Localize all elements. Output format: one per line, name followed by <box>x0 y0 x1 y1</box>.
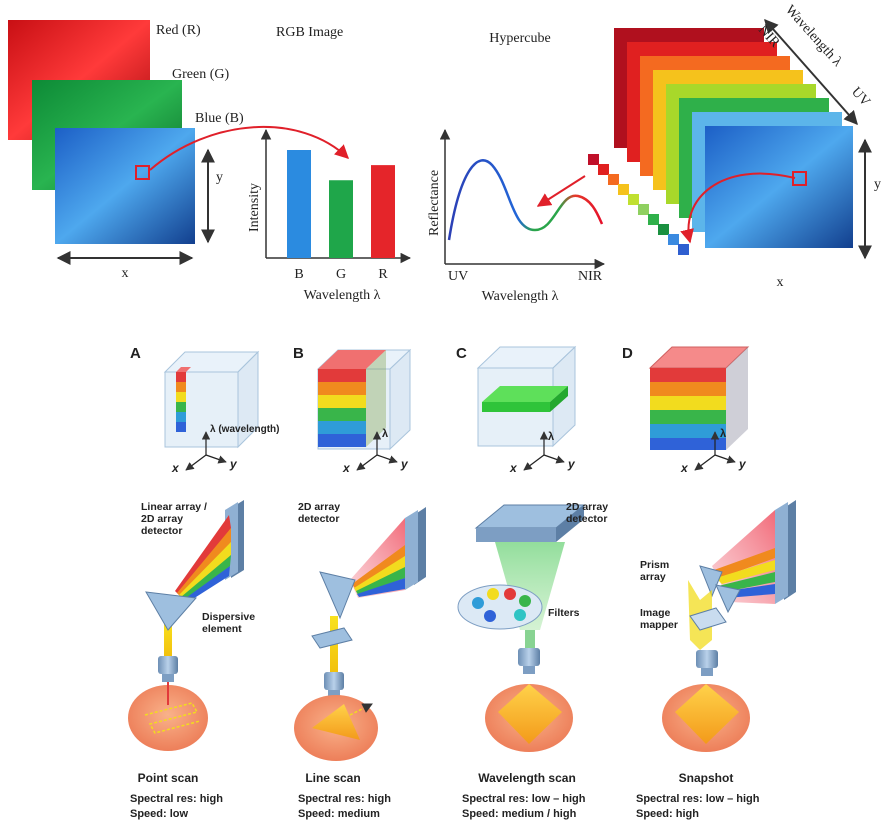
bar-chart-xlabel: Wavelength λ <box>304 288 381 303</box>
panel-c-letter: C <box>456 345 467 362</box>
panel-d-title: Snapshot <box>679 771 734 785</box>
panel-d-x-label: x <box>680 461 689 475</box>
panel-a-lambda-label: λ (wavelength) <box>210 424 279 435</box>
panel-b-axes <box>356 431 398 471</box>
wavelength-axis-arrow <box>764 18 858 126</box>
panel-b-lambda-label: λ <box>382 428 388 440</box>
bar-r <box>371 165 395 258</box>
panel-d-cube <box>648 346 750 450</box>
panel-d-speed: Speed: high <box>636 808 699 820</box>
green-layer-label: Green (G) <box>172 67 229 82</box>
panel-c-setup <box>457 504 586 752</box>
panel-b-setup <box>294 507 426 761</box>
spectrum-x-start: UV <box>448 269 468 284</box>
rgb-layer-stack <box>8 20 195 244</box>
rgb-x-label: x <box>122 266 129 281</box>
bar-b <box>287 150 311 258</box>
column-to-spectrum-arrow <box>536 175 586 207</box>
red-layer-label: Red (R) <box>156 23 201 38</box>
panel-c-res: Spectral res: low – high <box>462 793 586 805</box>
panel-d-lambda-label: λ <box>720 428 726 440</box>
panel-a-letter: A <box>130 345 141 362</box>
panel-b-y-label: y <box>400 457 409 471</box>
panel-b-title: Line scan <box>305 771 360 785</box>
panel-a-axes <box>185 431 227 471</box>
blue-layer-label: Blue (B) <box>195 111 244 126</box>
panel-b-res: Spectral res: high <box>298 793 391 805</box>
panel-c-detector-label: 2D array detector <box>566 501 611 525</box>
panel-a-y-label: y <box>229 457 238 471</box>
panel-d-letter: D <box>622 345 633 362</box>
spectrum-xlabel: Wavelength λ <box>482 289 559 304</box>
hypercube-x-label: x <box>777 275 784 290</box>
hypercube-wavelength-label: Wavelength λ <box>782 3 845 70</box>
spectral-pixel-column <box>588 154 689 255</box>
panel-a-cube <box>163 350 260 449</box>
spectrum-curve <box>447 159 604 241</box>
panel-c-cube <box>476 345 577 448</box>
panel-d-prism-label: Prism array <box>640 559 672 583</box>
panel-b-detector-label: 2D array detector <box>298 501 343 525</box>
panel-b-cube <box>316 348 412 451</box>
panel-a-res: Spectral res: high <box>130 793 223 805</box>
hypercube-pixel-arrow <box>680 172 796 244</box>
hypercube-title: Hypercube <box>489 31 550 46</box>
panel-d-res: Spectral res: low – high <box>636 793 760 805</box>
bar-chart: B G R Intensity Wavelength λ <box>247 128 412 303</box>
pixel-marker <box>135 165 150 180</box>
spectrum-x-end: NIR <box>578 269 603 284</box>
panel-d-setup <box>662 500 796 752</box>
panel-c-speed: Speed: medium / high <box>462 808 577 820</box>
panel-b-x-label: x <box>342 461 351 475</box>
bar-label-r: R <box>378 267 388 282</box>
panel-a-title: Point scan <box>138 771 199 785</box>
rgb-image-title: RGB Image <box>276 25 343 40</box>
panel-c-lambda-label: λ <box>548 431 554 443</box>
panel-c-title: Wavelength scan <box>478 771 576 785</box>
hypercube-y-label: y <box>874 177 881 192</box>
panel-c-filters-label: Filters <box>548 607 580 619</box>
panel-d-axes <box>694 431 736 471</box>
panel-d-y-label: y <box>738 457 747 471</box>
pixel-to-chart-arrow <box>149 125 350 171</box>
panel-b-speed: Speed: medium <box>298 808 380 820</box>
spectrum-ylabel: Reflectance <box>427 170 442 236</box>
bar-label-b: B <box>294 267 303 282</box>
bar-g <box>329 180 353 258</box>
panel-c-axes <box>523 431 565 471</box>
hypercube-uv-label: UV <box>848 85 873 110</box>
rgb-y-label: y <box>216 170 223 185</box>
panel-b-letter: B <box>293 345 304 362</box>
panel-a-element-label: Dispersive element <box>202 611 258 635</box>
spectrum-chart: Reflectance UV NIR Wavelength λ <box>427 128 606 304</box>
panel-a-speed: Speed: low <box>130 808 189 820</box>
panel-d-mapper-label: Image mapper <box>640 607 678 631</box>
panel-a-setup <box>128 500 244 751</box>
blue-layer <box>55 128 195 244</box>
panel-c-x-label: x <box>509 461 518 475</box>
panel-c-y-label: y <box>567 457 576 471</box>
panel-a-detector-label: Linear array / 2D array detector <box>141 501 210 537</box>
bar-chart-ylabel: Intensity <box>247 183 262 232</box>
bar-label-g: G <box>336 267 346 282</box>
panel-a-x-label: x <box>171 461 180 475</box>
